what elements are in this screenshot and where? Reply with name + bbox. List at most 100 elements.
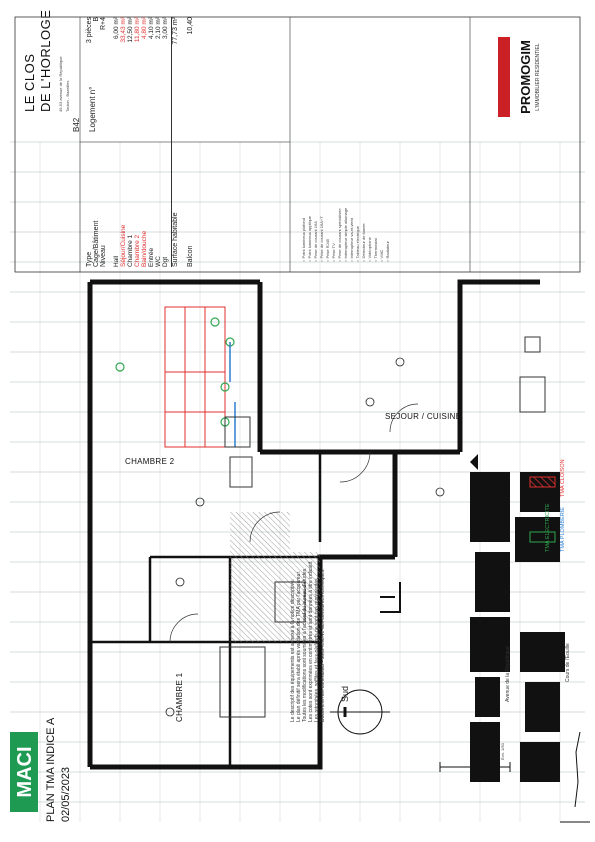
legend-electricite-label: TMA ELECTRICITE: [545, 503, 551, 552]
legend-symbol-icon: ○: [307, 258, 312, 262]
legend-symbol-icon: ○: [313, 258, 318, 262]
site-plan: [470, 472, 565, 782]
surface-row: WC 2,10 m²: [155, 17, 162, 267]
surface-value: 2,10 m²: [155, 17, 162, 40]
entrance-arrow: [470, 454, 478, 470]
type-value: 3 pièces: [86, 17, 93, 44]
room-chambre1: CHAMBRE 1: [175, 672, 184, 722]
legend-item: ○ Prise de courant 16A: [313, 32, 318, 262]
legend-symbol-icon: ○: [367, 258, 372, 262]
legend-cloison-label: TMA CLOISON: [560, 459, 566, 497]
legend-box-electricite: [529, 531, 556, 543]
legend-item: ○ Point lumineux plafond: [301, 32, 306, 262]
legend-item: ○ Vidéophone: [367, 32, 372, 262]
electric-legend: ○ Point lumineux plafond○ Point lumineux…: [300, 32, 391, 262]
plan-date: 02/05/2023: [60, 766, 72, 822]
legend-item-label: Vidéophone: [367, 237, 372, 259]
legend-item-label: Thermostat: [373, 238, 378, 259]
annex-label: Balcon: [187, 245, 194, 267]
bathroom-fixtures: [219, 416, 306, 718]
notes-block: Le descriptif des équipements est annexé…: [290, 492, 326, 722]
compass: [330, 689, 390, 735]
surface-value: 4,10 m²: [148, 17, 155, 40]
surface-row: Dgt 3,00 m²: [162, 17, 169, 267]
section-detail: [380, 582, 401, 613]
surface-value: 12,50 m²: [127, 17, 134, 43]
legend-item-label: Prise RJ45: [325, 238, 330, 259]
surface-label: Séjour/Cuisine: [120, 224, 127, 267]
total-row: Surface habitable 77,73 m²: [171, 17, 179, 267]
total-label: Surface habitable: [172, 212, 179, 267]
legend-item-label: Prise de courant 16A: [313, 221, 318, 259]
promogim-logo-bar: [498, 37, 510, 117]
cage-value: B: [93, 17, 100, 22]
site-cour-label: Cours de l'Eouille: [565, 643, 571, 682]
legend-item: ○ Interrupteur va-et-vient: [349, 32, 354, 262]
surface-label: WC: [155, 256, 162, 267]
compass-sud-label: Sud: [340, 685, 350, 702]
legend-item: ○ VMC: [379, 32, 384, 262]
surface-label: Chambre 1: [127, 234, 134, 267]
plan-title: PLAN TMA INDICE A: [45, 717, 57, 822]
legend-item-label: Tableau électrique: [355, 226, 360, 259]
legend-item-label: Interrupteur simple allumage: [343, 207, 348, 259]
legend-item: ○ Radiateur: [385, 32, 390, 262]
surface-label: Chambre 2: [134, 234, 141, 267]
legend-symbol-icon: ○: [343, 258, 348, 262]
legend-item: ○ Détecteur de fumée: [361, 32, 366, 262]
legend-box-cloison: [529, 476, 556, 488]
legend-item: ○ Prise RJ45: [325, 32, 330, 262]
walls: [87, 279, 540, 770]
legend-item: ○ Prise de courant 16A+T: [319, 32, 324, 262]
legend-plomberie-label: TMA PLOMBERIE: [560, 507, 566, 552]
type-label: Type: [86, 251, 93, 267]
door-swings: [169, 403, 419, 643]
legend-item-label: Point lumineux applique: [307, 215, 312, 259]
legend-symbol-icon: ○: [349, 258, 354, 262]
electric-legend-list: ○ Point lumineux plafond○ Point lumineux…: [301, 32, 390, 262]
legend-symbol-icon: ○: [355, 258, 360, 262]
unit-info: Type 3 pièces Cage/Bâtiment B Niveau R+4…: [86, 17, 194, 267]
promogim-logo-text: PROMOGIM: [518, 40, 533, 114]
surface-row: Chambre 1 12,50 m²: [127, 17, 134, 267]
annex-value: 10,40: [187, 17, 194, 35]
site-avenue-label: Avenue de la République: [505, 646, 511, 702]
legend-item-label: Détecteur de fumée: [361, 223, 366, 259]
legend-symbol-icon: ○: [337, 258, 342, 262]
room-chambre2: CHAMBRE 2: [125, 457, 175, 466]
legend-item: ○ Prise de courant spécialisée: [337, 32, 342, 262]
legend-symbol-icon: ○: [325, 258, 330, 262]
type-row: Type 3 pièces: [86, 17, 93, 267]
legend-item-label: Prise TV: [331, 243, 336, 259]
legend-symbol-icon: ○: [361, 258, 366, 262]
surface-row: Entrée 4,10 m²: [148, 17, 155, 267]
legend-item-label: VMC: [379, 249, 384, 259]
surface-row: Bain/douche 4,80 m²: [141, 17, 148, 267]
room-sejour: SEJOUR / CUISINE: [385, 412, 462, 421]
legend-item: ○ Thermostat: [373, 32, 378, 262]
surface-label: Entrée: [148, 247, 155, 267]
legend-symbol-icon: ○: [373, 258, 378, 262]
cage-label: Cage/Bâtiment: [93, 220, 100, 267]
surface-label: Bain/douche: [141, 230, 148, 267]
electric-symbols: [165, 357, 445, 717]
legend-item: ○ Tableau électrique: [355, 32, 360, 262]
legend-item-label: Point lumineux plafond: [301, 217, 306, 259]
grid-lines: [10, 141, 585, 803]
legend-item-label: Radiateur: [385, 241, 390, 259]
maci-logo-bg: [10, 732, 38, 812]
surface-label: Dgt: [162, 256, 169, 267]
surface-value: 3,00 m²: [162, 17, 169, 40]
tma-plomberie-lines: [229, 342, 236, 447]
legend-item: ○ Prise TV: [331, 32, 336, 262]
tma-cloison-zone: [164, 306, 226, 448]
surface-value: 4,80 m²: [141, 17, 148, 40]
maci-logo-text: MACI: [14, 746, 36, 797]
surface-value: 11,80 m²: [134, 17, 141, 43]
legend-item-label: Prise de courant 16A+T: [319, 216, 324, 259]
niveau-value: R+4: [100, 17, 107, 31]
